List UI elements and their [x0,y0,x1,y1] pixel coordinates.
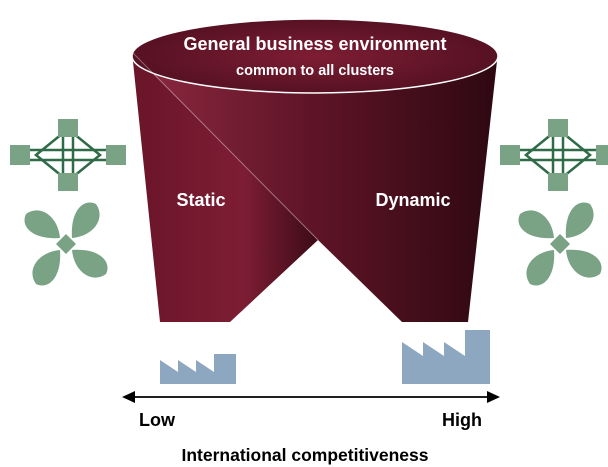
factory-icon [160,354,236,384]
funnel-top-ellipse [131,18,499,94]
factory-icon [402,330,490,384]
axis-high-label: High [442,410,482,430]
static-funnel-half [132,52,318,322]
four-petal-cluster-icon [24,202,108,286]
competitiveness-axis-arrow [122,391,500,403]
dynamic-funnel-half [132,52,498,322]
static-label: Static [176,190,225,210]
funnel-top-subtitle: common to all clusters [236,63,394,79]
axis-low-label: Low [139,410,176,430]
dynamic-label: Dynamic [375,190,450,210]
funnel-fold-line [131,51,319,241]
four-petal-cluster-icon [518,202,602,286]
funnel-top-title: General business environment [183,34,446,54]
axis-title: International competitiveness [181,445,428,465]
network-diagram-icon [500,119,608,191]
network-diagram-icon [10,119,126,191]
